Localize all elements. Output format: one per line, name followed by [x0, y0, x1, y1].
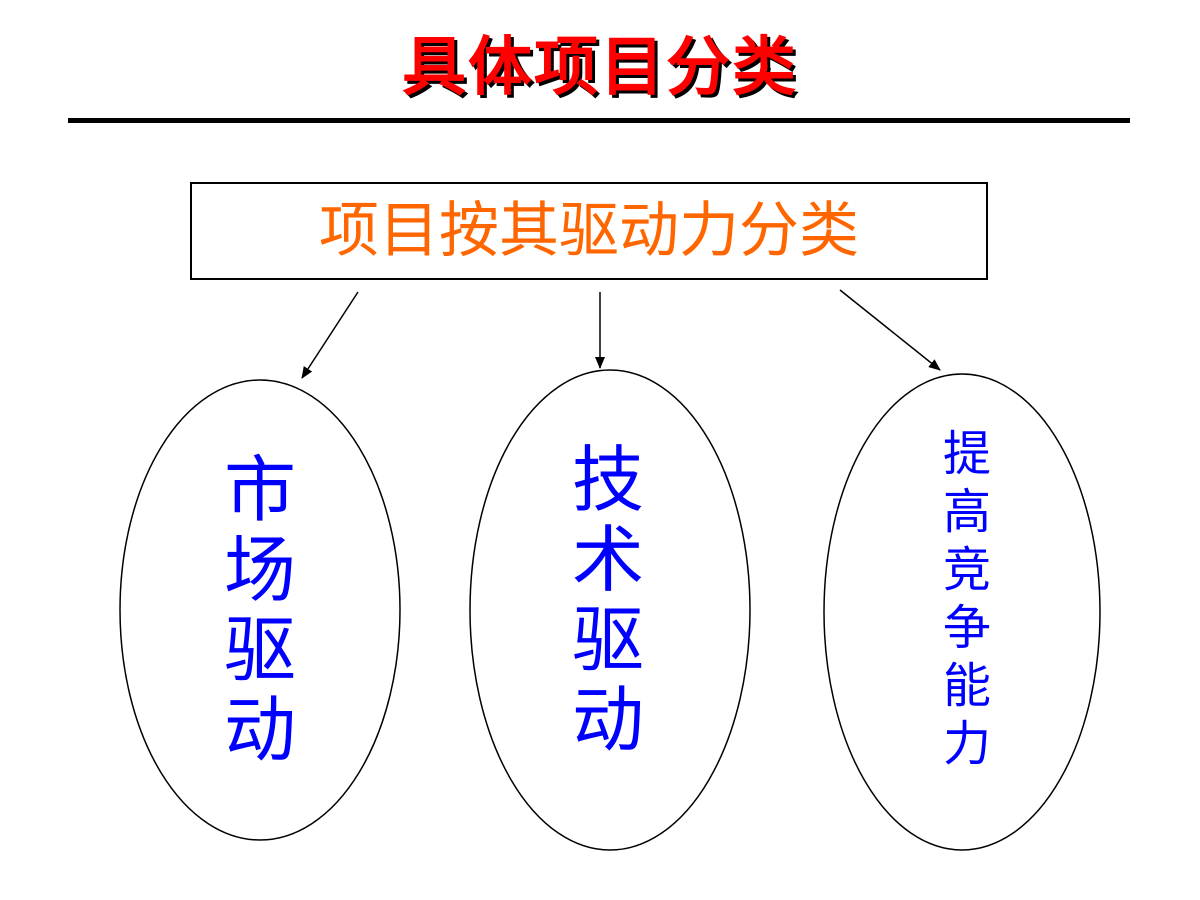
root-node: 项目按其驱动力分类	[190, 182, 988, 280]
root-node-label: 项目按其驱动力分类	[319, 196, 859, 266]
node-char: 竞	[942, 542, 991, 598]
competitiveness-node-label: 提 高 竞 争 能 力	[922, 425, 1012, 773]
node-char: 市	[223, 448, 296, 532]
node-char: 能	[942, 658, 991, 714]
market-node-ellipse	[119, 379, 401, 841]
tech-node-ellipse	[469, 369, 751, 851]
slide-title: 具体项目分类	[402, 31, 798, 105]
title-divider	[68, 118, 1130, 123]
node-char: 高	[942, 484, 991, 540]
arrow-to-market-node	[301, 291, 359, 379]
node-char: 驱	[571, 598, 644, 682]
market-node-label: 市 场 驱 动	[200, 450, 320, 770]
node-char: 术	[571, 518, 644, 602]
node-char: 驱	[223, 608, 296, 692]
node-char: 动	[571, 678, 644, 762]
node-char: 提	[942, 426, 991, 482]
node-char: 动	[223, 688, 296, 772]
node-char: 技	[571, 438, 644, 522]
node-char: 场	[223, 528, 296, 612]
arrow-to-competitiveness-node	[839, 289, 941, 371]
tech-node-label: 技 术 驱 动	[548, 440, 668, 760]
node-char: 力	[942, 716, 991, 772]
node-char: 争	[942, 600, 991, 656]
competitiveness-node-ellipse	[823, 373, 1101, 851]
